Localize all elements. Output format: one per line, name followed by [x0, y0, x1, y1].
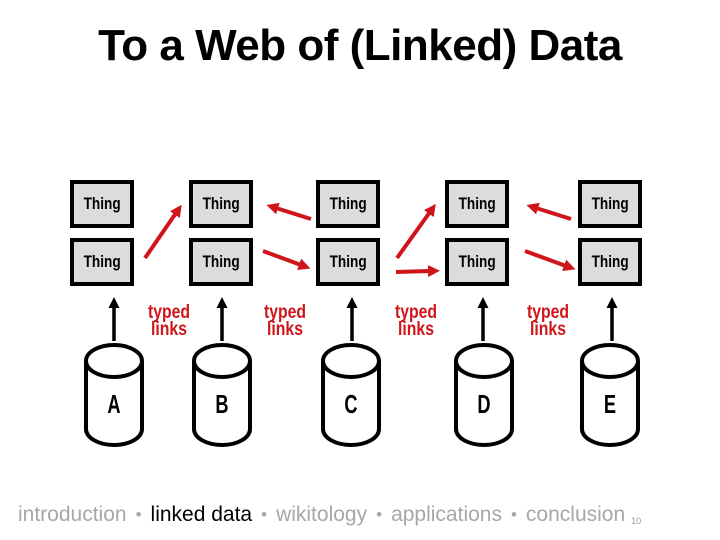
thing-box-2-bottom: Thing	[189, 238, 253, 286]
thing-box-label: Thing	[202, 252, 240, 271]
footer-item-applications: applications	[391, 503, 502, 526]
datastore-cylinder-b: B	[189, 343, 255, 447]
datastore-label: D	[477, 389, 491, 419]
typed-links-line2: links	[151, 319, 187, 340]
thing-box-4-top: Thing	[445, 180, 509, 228]
thing-box-label: Thing	[458, 252, 496, 271]
typed-links-line2: links	[530, 319, 566, 340]
red-arrow-a-to-b-top	[143, 204, 182, 260]
thing-box-label: Thing	[329, 194, 367, 213]
cylinder-icon	[321, 343, 381, 447]
red-arrow-e-to-d-top	[526, 202, 572, 221]
typed-links-label-2: typed links	[256, 302, 314, 340]
thing-box-4-bottom: Thing	[445, 238, 509, 286]
footer-item-linked-data: linked data	[150, 503, 253, 526]
datastore-cylinder-c: C	[318, 343, 384, 447]
footer-item-introduction: introduction	[18, 503, 127, 526]
thing-box-2-top: Thing	[189, 180, 253, 228]
thing-box-label: Thing	[83, 194, 121, 213]
datastore-label: C	[344, 389, 358, 419]
slide-title: To a Web of (Linked) Data	[98, 21, 622, 70]
thing-box-3-bottom: Thing	[316, 238, 380, 286]
typed-links-line1: typed	[147, 302, 191, 323]
thing-box-3-top: Thing	[316, 180, 380, 228]
thing-box-1-bottom: Thing	[70, 238, 134, 286]
typed-links-line1: typed	[526, 302, 570, 323]
typed-links-line1: typed	[263, 302, 307, 323]
typed-links-label-4: typed links	[519, 302, 577, 340]
footer-separator: •	[261, 505, 268, 524]
thing-box-label: Thing	[202, 194, 240, 213]
footer-item-conclusion: conclusion	[525, 503, 626, 526]
thing-box-label: Thing	[329, 252, 367, 271]
thing-box-label: Thing	[458, 194, 496, 213]
datastore-label: B	[215, 389, 229, 419]
cylinder-icon	[580, 343, 640, 447]
page-number: 10	[631, 516, 642, 526]
thing-box-label: Thing	[591, 194, 629, 213]
cylinder-icon	[84, 343, 144, 447]
cylinder-icon	[192, 343, 252, 447]
thing-box-label: Thing	[591, 252, 629, 271]
thing-box-5-bottom: Thing	[578, 238, 642, 286]
thing-box-5-top: Thing	[578, 180, 642, 228]
typed-links-label-1: typed links	[140, 302, 198, 340]
datastore-label: E	[603, 389, 617, 419]
footer-separator: •	[376, 505, 383, 524]
footer-nav: introduction • linked data • wikitology • appl…	[18, 503, 718, 527]
cylinder-icon	[454, 343, 514, 447]
thing-box-1-top: Thing	[70, 180, 134, 228]
typed-links-line2: links	[267, 319, 303, 340]
datastore-cylinder-d: D	[451, 343, 517, 447]
footer-separator: •	[510, 505, 517, 524]
red-arrow-c-to-d-top	[395, 203, 436, 260]
datastore-cylinder-e: E	[577, 343, 643, 447]
red-arrow-c-to-d-bottom	[395, 265, 440, 278]
typed-links-label-3: typed links	[387, 302, 445, 340]
datastore-cylinder-a: A	[81, 343, 147, 447]
footer-item-wikitology: wikitology	[276, 503, 368, 526]
typed-links-line2: links	[398, 319, 434, 340]
datastore-label: A	[107, 389, 121, 419]
thing-box-label: Thing	[83, 252, 121, 271]
footer-separator: •	[135, 505, 142, 524]
red-arrow-d-to-e-bottom	[524, 249, 576, 271]
red-arrow-b-to-c-bottom	[262, 249, 311, 270]
typed-links-line1: typed	[394, 302, 438, 323]
red-arrow-c-to-b-top	[266, 202, 312, 221]
